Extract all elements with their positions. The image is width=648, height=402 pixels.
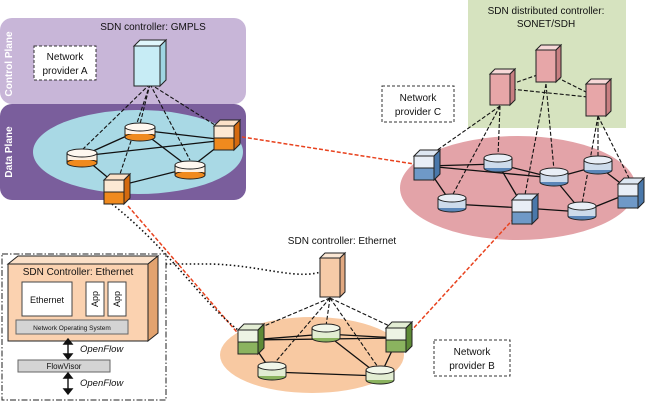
data-plane-label: Data Plane [4,126,15,178]
gmpls-controller-label: SDN controller: GMPLS [100,22,206,33]
provider-a-switch [212,118,242,152]
app-label-2: App [112,291,122,307]
provider-c-router [583,155,613,175]
provider-b-router [257,361,287,381]
provider-a-router [66,148,98,168]
inter-domain-links [127,135,519,339]
distributed-controller-label-1: SDN distributed controller: [488,6,605,17]
nos-label: Network Operating System [33,325,111,332]
provider-a-router [124,122,156,142]
provider-b-router [311,323,341,343]
detail-title: SDN Controller: Ethernet [23,267,134,278]
provider-b-line1: Network [454,347,492,358]
sonet-controller-top [534,43,563,84]
openflow-label-top: OpenFlow [80,344,124,355]
callout-line-bottom [111,203,239,331]
provider-c-switch [510,192,540,226]
ethernet-app-box [21,281,73,317]
provider-b-line2: provider B [449,361,495,372]
nos-box [15,319,129,335]
provider-c-router [567,201,597,221]
ethernet-app-label: Ethernet [30,295,65,305]
sonet-controller-right [584,77,613,118]
provider-a-line1: Network [47,52,85,63]
provider-c-box [381,85,455,123]
callout-line-top [158,263,327,276]
control-plane-region [0,18,246,104]
ethernet-controller-label: SDN controller: Ethernet [288,236,397,247]
provider-b-box [433,339,511,377]
provider-b-switch [236,322,266,356]
openflow-arrow-top [62,337,74,361]
provider-c-line2: provider C [395,107,441,118]
gmpls-controller [132,38,168,88]
provider-c-switch [616,176,646,210]
ethernet-controller [318,251,347,299]
provider-a-switch [102,172,132,206]
control-plane-label: Control Plane [4,31,15,96]
provider-c-line1: Network [400,93,438,104]
sonet-controller-left [488,67,517,107]
flowvisor-box [17,359,111,373]
provider-a-router [174,160,206,180]
provider-b-switch [384,320,414,354]
app-label-1: App [90,291,100,307]
app-box-2 [107,281,127,317]
flowvisor-label: FlowVisor [47,362,82,371]
provider-a-line2: provider A [42,66,87,77]
provider-a-box [33,45,97,81]
openflow-arrow-bottom [62,371,74,396]
provider-c-router [483,153,513,173]
app-box-1 [85,281,105,317]
distributed-controller-label-2: SONET/SDH [517,19,575,30]
provider-c-router [539,167,569,187]
provider-b-router [365,365,395,385]
provider-c-switch [412,148,442,182]
openflow-label-bottom: OpenFlow [80,378,124,389]
provider-c-router [437,193,467,213]
